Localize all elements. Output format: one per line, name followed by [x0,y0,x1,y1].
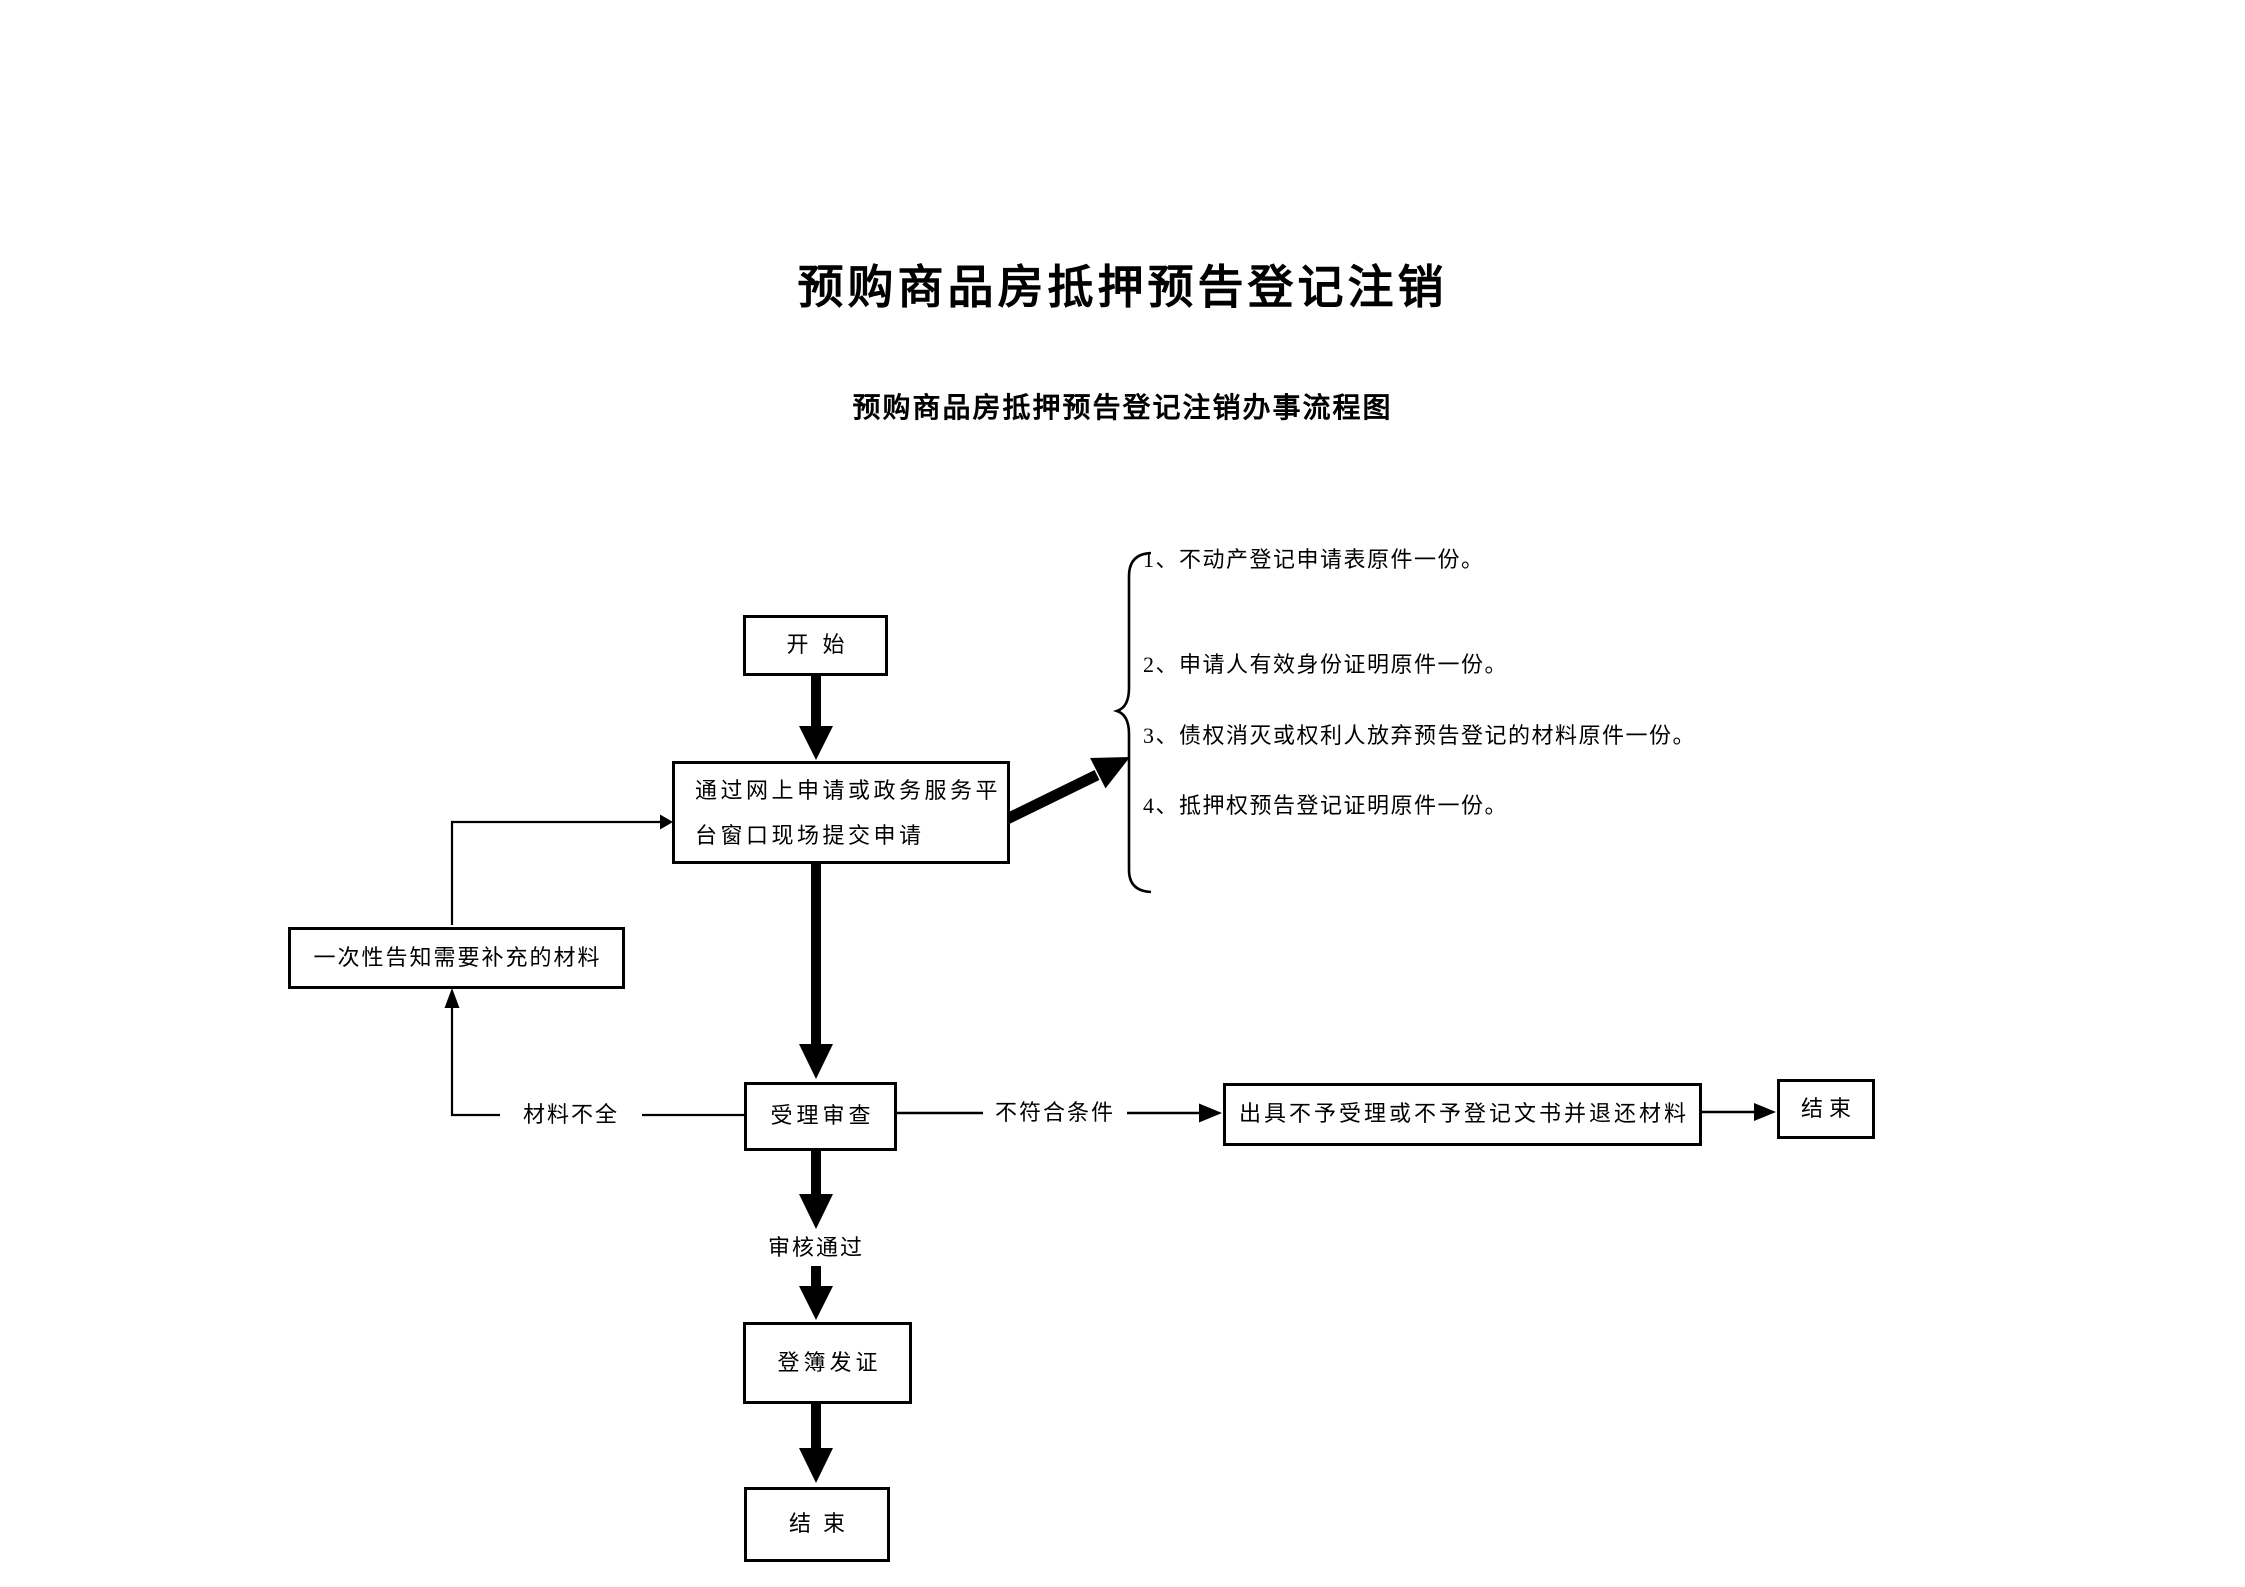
arrowhead-passed-to-register [799,1286,833,1320]
end-box-right: 结束 [1777,1079,1875,1139]
label-not-qualified: 不符合条件 [983,1098,1127,1128]
line-review-to-supplement [450,1006,744,1117]
arrowhead-start-to-submit [799,726,833,760]
label-materials-incomplete: 材料不全 [500,1100,642,1130]
arrowhead-review-to-reject [1199,1103,1222,1123]
page-subtitle: 预购商品房抵押预告登记注销办事流程图 [852,393,1393,424]
submit-box-line1: 通过网上申请或政务服务平 [695,777,1002,803]
arrowhead-register-to-end [799,1448,833,1483]
end-box-right-label: 结束 [1800,1095,1857,1121]
submit-box: 通过网上申请或政务服务平 台窗口现场提交申请 [672,761,1010,864]
materials-brace-icon [1112,551,1152,894]
line-supplement-to-submit [450,820,660,925]
supplement-box-label: 一次性告知需要补充的材料 [313,944,602,970]
materials-item-1: 1、不动产登记申请表原件一份。 [1143,547,1485,572]
arrowhead-review-to-passed [799,1194,833,1229]
label-review-passed: 审核通过 [767,1235,864,1260]
materials-item-2: 2、申请人有效身份证明原件一份。 [1143,652,1509,677]
end-box-bottom-label: 结束 [788,1511,857,1537]
arrowhead-reject-to-end [1754,1103,1776,1121]
end-box-bottom: 结束 [744,1487,890,1562]
materials-item-4: 4、抵押权预告登记证明原件一份。 [1143,793,1509,818]
start-box-label: 开始 [786,632,859,658]
register-box: 登簿发证 [743,1322,912,1404]
review-box: 受理审查 [744,1082,897,1151]
supplement-box: 一次性告知需要补充的材料 [288,927,625,989]
start-box: 开始 [743,615,888,676]
page-title: 预购商品房抵押预告登记注销 [797,262,1448,313]
submit-box-line2: 台窗口现场提交申请 [695,822,925,848]
register-box-label: 登簿发证 [777,1349,882,1375]
arrowhead-review-to-supplement [444,988,460,1008]
materials-item-3: 3、债权消灭或权利人放弃预告登记的材料原件一份。 [1143,723,1697,748]
arrow-submit-to-materials [1004,770,1100,824]
arrowhead-submit-to-materials [1090,757,1130,789]
arrowhead-submit-to-review [799,1044,833,1079]
reject-box: 出具不予受理或不予登记文书并退还材料 [1223,1083,1702,1146]
arrowhead-supplement-to-submit [660,814,673,830]
reject-box-label: 出具不予受理或不予登记文书并退还材料 [1238,1101,1689,1127]
review-box-label: 受理审查 [770,1103,875,1129]
